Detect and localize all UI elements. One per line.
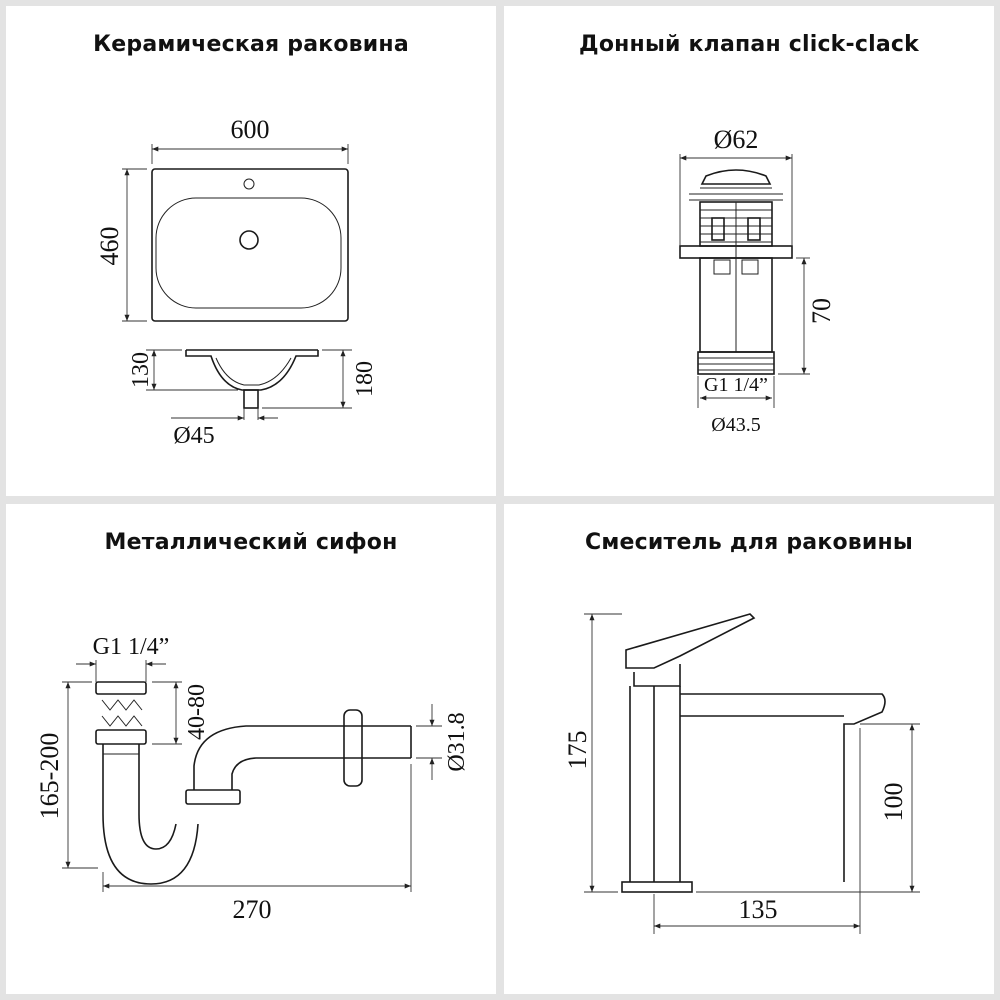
valve-cap xyxy=(700,169,772,185)
faucet-handle xyxy=(625,613,756,669)
siphon-adjust-label: 40-80 xyxy=(184,684,210,740)
faucet-spout xyxy=(680,693,886,882)
siphon-thread-label: G1 1/4” xyxy=(93,634,170,660)
basin-total-height-label: 180 xyxy=(352,361,378,397)
valve-outer-label: Ø43.5 xyxy=(711,414,760,436)
basin-depth-label: 460 xyxy=(95,227,124,266)
basin-bowl-depth-label: 130 xyxy=(128,352,154,388)
faucet-hole xyxy=(243,178,255,190)
drain-hole xyxy=(239,230,259,250)
valve-cap-label: Ø62 xyxy=(714,125,759,154)
valve-height-label: 70 xyxy=(807,298,836,324)
basin-drain-pipe xyxy=(243,389,259,409)
siphon-length-label: 270 xyxy=(233,895,272,924)
valve-bottom-thread xyxy=(697,351,775,375)
basin-bowl-outline xyxy=(155,197,342,309)
faucet-spout-height-label: 100 xyxy=(879,783,908,822)
faucet-height-label: 175 xyxy=(563,731,592,770)
basin-drain-label: Ø45 xyxy=(173,423,214,449)
siphon-title: Металлический сифон xyxy=(104,530,398,555)
basin-width-label: 600 xyxy=(231,115,270,144)
siphon-adjust-zone xyxy=(101,699,143,711)
faucet-title: Смеситель для раковины xyxy=(585,530,913,555)
valve-thread-label: G1 1/4” xyxy=(704,374,768,396)
basin-panel: Керамическая раковина 600 460 xyxy=(6,6,496,496)
basin-side-bowl xyxy=(185,350,319,391)
basin-top-outline xyxy=(151,168,349,322)
siphon-lower-nut xyxy=(95,729,147,745)
siphon-height-label: 165-200 xyxy=(35,733,64,820)
basin-drawing: 600 460 130 180 Ø45 xyxy=(95,115,378,449)
valve-panel: Донный клапан click-clack xyxy=(504,6,994,496)
valve-title: Донный клапан click-clack xyxy=(579,32,919,57)
siphon-middle-nut xyxy=(185,789,241,805)
siphon-top-nut xyxy=(95,681,147,695)
faucet-base xyxy=(621,881,693,893)
faucet-reach-label: 135 xyxy=(739,895,778,924)
siphon-wall-flange xyxy=(343,709,363,787)
siphon-u-bend xyxy=(102,813,199,885)
siphon-outlet-label: Ø31.8 xyxy=(444,712,470,771)
valve-drawing: Ø62 70 G1 1/4” Ø43.5 xyxy=(679,125,836,436)
siphon-drawing: G1 1/4” 40-80 165-200 Ø31.8 270 xyxy=(35,634,470,924)
faucet-drawing: 175 100 135 xyxy=(563,613,920,934)
siphon-outlet-pipe xyxy=(193,725,411,790)
faucet-panel: Смеситель для раковины 175 xyxy=(504,504,994,994)
siphon-panel: Металлический сифон xyxy=(6,504,496,994)
basin-title: Керамическая раковина xyxy=(93,32,409,57)
